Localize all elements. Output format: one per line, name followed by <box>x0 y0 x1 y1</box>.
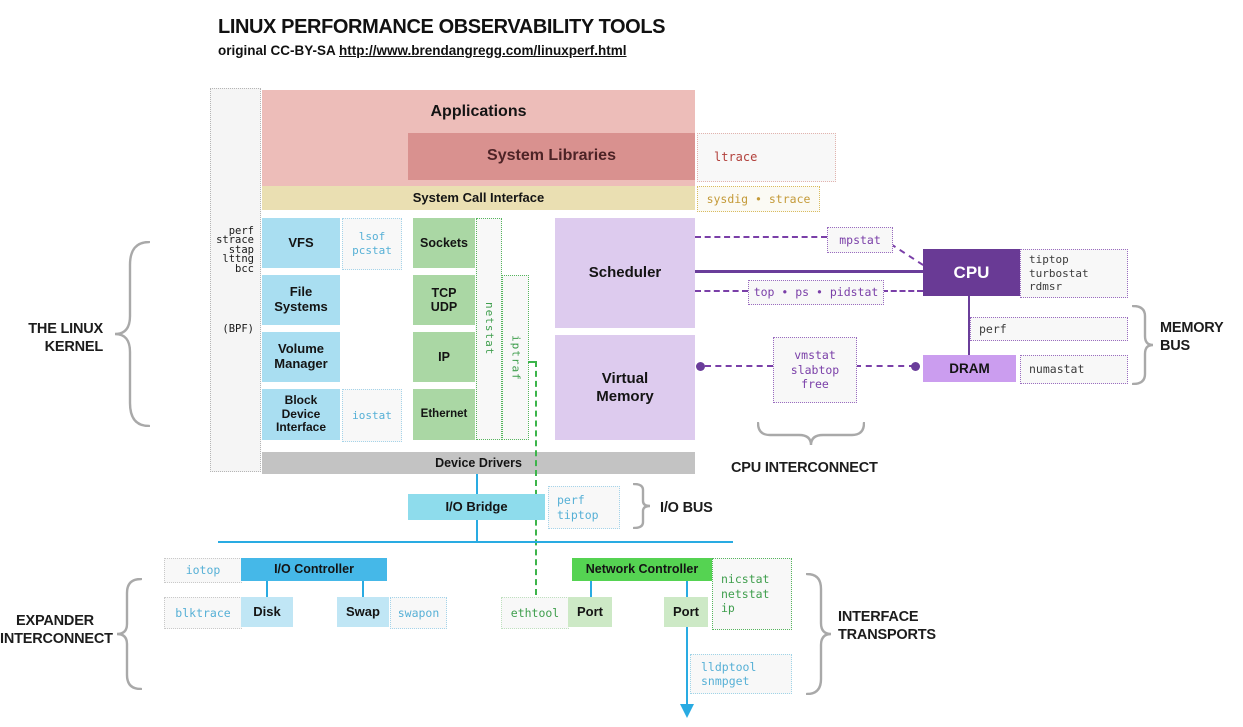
system-libraries-box: System Libraries <box>408 133 695 180</box>
cpu-tools-box: tiptop turbostat rdmsr <box>1020 249 1128 298</box>
lsof-pcstat-tool-box: lsof pcstat <box>342 218 402 270</box>
expander-interconnect-label: EXPANDER INTERCONNECT <box>0 613 113 648</box>
ip-box: IP <box>413 332 475 382</box>
lldp-tools-box: lldptool snmpget <box>690 654 792 694</box>
controller-disk-line <box>266 581 268 597</box>
ethernet-box: Ethernet <box>413 389 475 440</box>
scheduler-cpu-line <box>695 270 923 273</box>
vm-tools-box: vmstat slabtop free <box>773 337 857 403</box>
vm-line-dot-left <box>696 362 705 371</box>
io-bus-tools-box: perf tiptop <box>548 486 620 529</box>
expander-interconnect-brace <box>116 578 142 690</box>
blktrace-tool-box: blktrace <box>164 597 242 629</box>
interface-transports-brace <box>806 573 832 695</box>
port-left-box: Port <box>568 597 612 627</box>
cpu-interconnect-label: CPU INTERCONNECT <box>731 460 878 476</box>
page-title: LINUX PERFORMANCE OBSERVABILITY TOOLS <box>218 16 666 38</box>
credit-text: original CC-BY-SA <box>218 43 340 58</box>
block-device-interface-box: Block Device Interface <box>262 389 340 440</box>
disk-box: Disk <box>241 597 293 627</box>
vmstat-dram-line <box>855 365 915 367</box>
io-controller-box: I/O Controller <box>241 558 387 581</box>
kernel-tracers-label: perf strace stap lttng bcc <box>216 225 254 275</box>
linux-kernel-brace <box>114 241 150 427</box>
scheduler-topps-line-right <box>882 290 923 292</box>
vm-line-dot-right <box>911 362 920 371</box>
mpstat-cpu-line <box>889 243 924 266</box>
memory-bus-label: MEMORY BUS <box>1160 320 1224 355</box>
sysdig-strace-tool-box: sysdig • strace <box>697 186 820 212</box>
nc-port-left-line <box>590 581 592 597</box>
bpf-label: (BPF) <box>222 323 254 335</box>
cpu-interconnect-brace <box>757 422 865 446</box>
scheduler-topps-line-left <box>695 290 748 292</box>
virtual-memory-box: Virtual Memory <box>555 335 695 440</box>
iotop-tool-box: iotop <box>164 558 242 583</box>
file-systems-box: File Systems <box>262 275 340 325</box>
ltrace-tool-box: ltrace <box>697 133 836 182</box>
bridge-bus-line <box>476 520 478 542</box>
device-drivers-bar: Device Drivers <box>262 452 695 474</box>
top-ps-pidstat-tool-box: top • ps • pidstat <box>748 280 884 305</box>
nc-port-right-line <box>686 581 688 597</box>
iptraf-elbow-line <box>528 361 537 363</box>
kernel-outline <box>210 88 261 472</box>
port-down-line <box>686 627 688 705</box>
tcp-udp-box: TCP UDP <box>413 275 475 325</box>
scheduler-mpstat-line <box>695 236 827 238</box>
nic-tools-box: nicstat netstat ip <box>712 558 792 630</box>
dram-box: DRAM <box>923 355 1016 382</box>
cpu-box: CPU <box>923 249 1020 296</box>
network-out-arrow <box>680 704 694 718</box>
drivers-bridge-line <box>476 474 478 494</box>
iptraf-vertical-label: iptraf <box>509 334 523 381</box>
vfs-box: VFS <box>262 218 340 268</box>
interface-transports-label: INTERFACE TRANSPORTS <box>838 609 936 644</box>
io-bus-label: I/O BUS <box>660 500 713 516</box>
network-controller-box: Network Controller <box>572 558 712 581</box>
vm-vmstat-line <box>705 365 773 367</box>
port-right-box: Port <box>664 597 708 627</box>
netstat-vertical-label: netstat <box>482 302 496 356</box>
io-bus-horizontal-line <box>218 541 733 543</box>
credit-link[interactable]: http://www.brendangregg.com/linuxperf.ht… <box>339 43 627 58</box>
controller-swap-line <box>362 581 364 597</box>
scheduler-box: Scheduler <box>555 218 695 328</box>
iptraf-tool-box: iptraf <box>502 275 529 440</box>
mpstat-tool-box: mpstat <box>827 227 893 253</box>
ethtool-tool-box: ethtool <box>501 597 569 629</box>
iptraf-ethtool-line <box>535 361 537 595</box>
memory-bus-perf-tool-box: perf <box>970 317 1128 341</box>
syscall-interface-bar: System Call Interface <box>262 186 695 210</box>
netstat-tool-box: netstat <box>476 218 502 440</box>
swapon-tool-box: swapon <box>390 597 447 629</box>
memory-bus-brace <box>1132 305 1154 385</box>
swap-box: Swap <box>337 597 389 627</box>
volume-manager-box: Volume Manager <box>262 332 340 382</box>
io-bridge-box: I/O Bridge <box>408 494 545 520</box>
numastat-tool-box: numastat <box>1020 355 1128 384</box>
io-bus-brace <box>633 483 651 529</box>
cpu-dram-line <box>968 296 970 355</box>
sockets-box: Sockets <box>413 218 475 268</box>
linux-kernel-label: THE LINUX KERNEL <box>28 321 103 356</box>
iostat-tool-box: iostat <box>342 389 402 442</box>
